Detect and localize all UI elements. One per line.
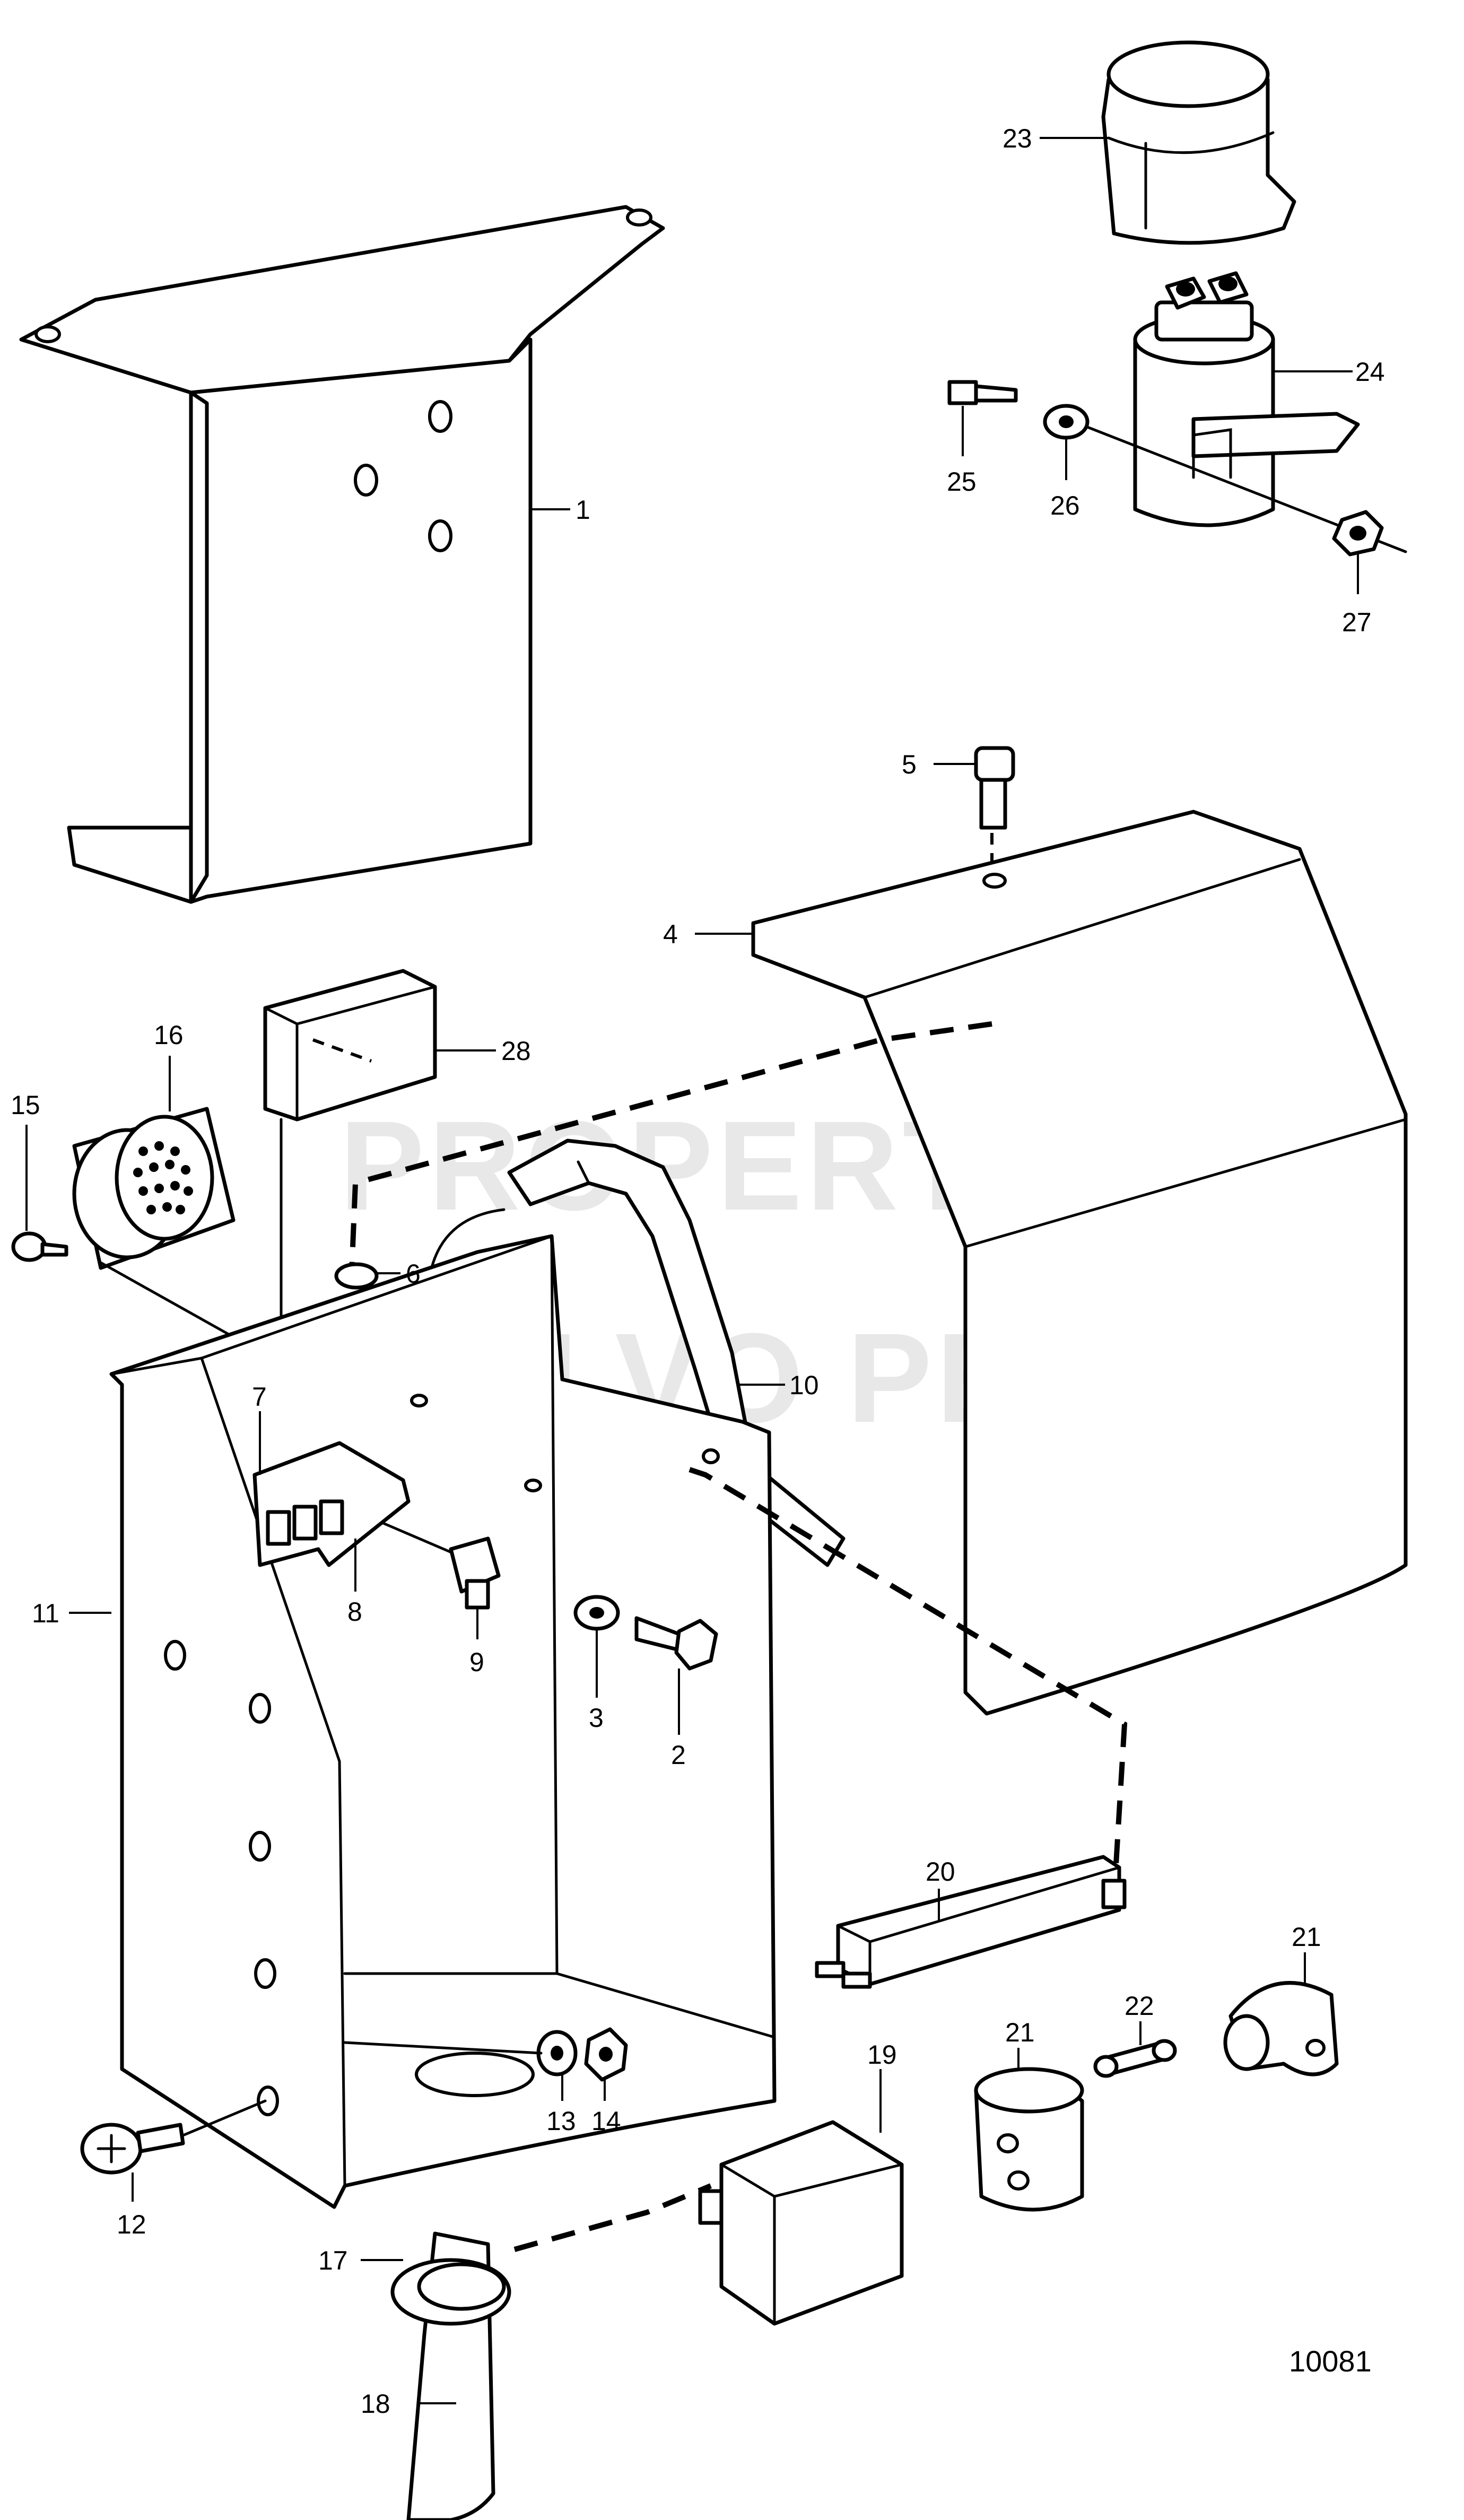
callout-28: 28 [501,1036,531,1066]
callout-8: 8 [347,1597,362,1627]
fuse-cap-21-right [1223,1981,1339,2076]
callout-26: 26 [1050,491,1080,520]
callout-2: 2 [671,1740,686,1770]
callout-23: 23 [1003,124,1032,153]
drawing-number: 10081 [1289,2344,1372,2378]
module-28 [263,969,437,1122]
callout-labels: 1 2 3 4 5 6 7 8 9 10 11 12 13 14 15 16 1… [11,124,1385,2419]
fuse-holder-20 [815,1855,1127,1989]
terminal-block-8 [252,1441,411,1567]
fuse-cap-21-left [974,2067,1084,2212]
solenoid-relay [1133,271,1360,527]
washer-13 [536,2030,578,2076]
callout-4: 4 [663,919,678,949]
callout-9: 9 [469,1647,484,1677]
callout-6: 6 [406,1259,421,1289]
callout-1: 1 [576,495,590,525]
callout-14: 14 [591,2106,621,2136]
relay-19 [698,2120,904,2326]
nut-27 [1332,510,1384,557]
callout-21-left: 21 [1005,2018,1035,2047]
washer-26 [1043,404,1090,440]
washer-6 [334,1262,379,1290]
callout-17: 17 [318,2246,348,2275]
round-connector-16 [72,1107,236,1270]
callout-13: 13 [546,2106,576,2136]
callout-18: 18 [361,2389,390,2419]
cover-4 [751,810,1408,1716]
screw-15 [11,1231,68,1262]
callout-21-right: 21 [1292,1922,1321,1952]
callout-10: 10 [789,1370,819,1400]
callout-25: 25 [947,467,977,497]
callout-20: 20 [926,1857,955,1887]
fuse-22 [1093,2039,1177,2078]
nut-14 [584,2027,628,2082]
callout-16: 16 [154,1020,184,1050]
callout-15: 15 [11,1090,40,1120]
relay-cap [1101,40,1296,245]
mounting-bracket [19,205,665,904]
callout-19: 19 [867,2040,897,2070]
callout-3: 3 [589,1703,604,1733]
callout-22: 22 [1125,1991,1154,2021]
screw-5 [974,746,1015,830]
grommet-17 [390,2258,511,2326]
callout-12: 12 [117,2210,146,2239]
callout-27: 27 [1342,607,1372,637]
screw-9 [380,1521,501,1610]
callout-11: 11 [32,1598,59,1628]
callout-24: 24 [1355,357,1385,387]
bolt-2 [634,1616,718,1671]
callout-7: 7 [252,1382,267,1412]
washer-3 [573,1595,620,1631]
screw-25 [947,380,1018,405]
screw-12 [80,2123,185,2175]
callout-5: 5 [902,750,917,779]
